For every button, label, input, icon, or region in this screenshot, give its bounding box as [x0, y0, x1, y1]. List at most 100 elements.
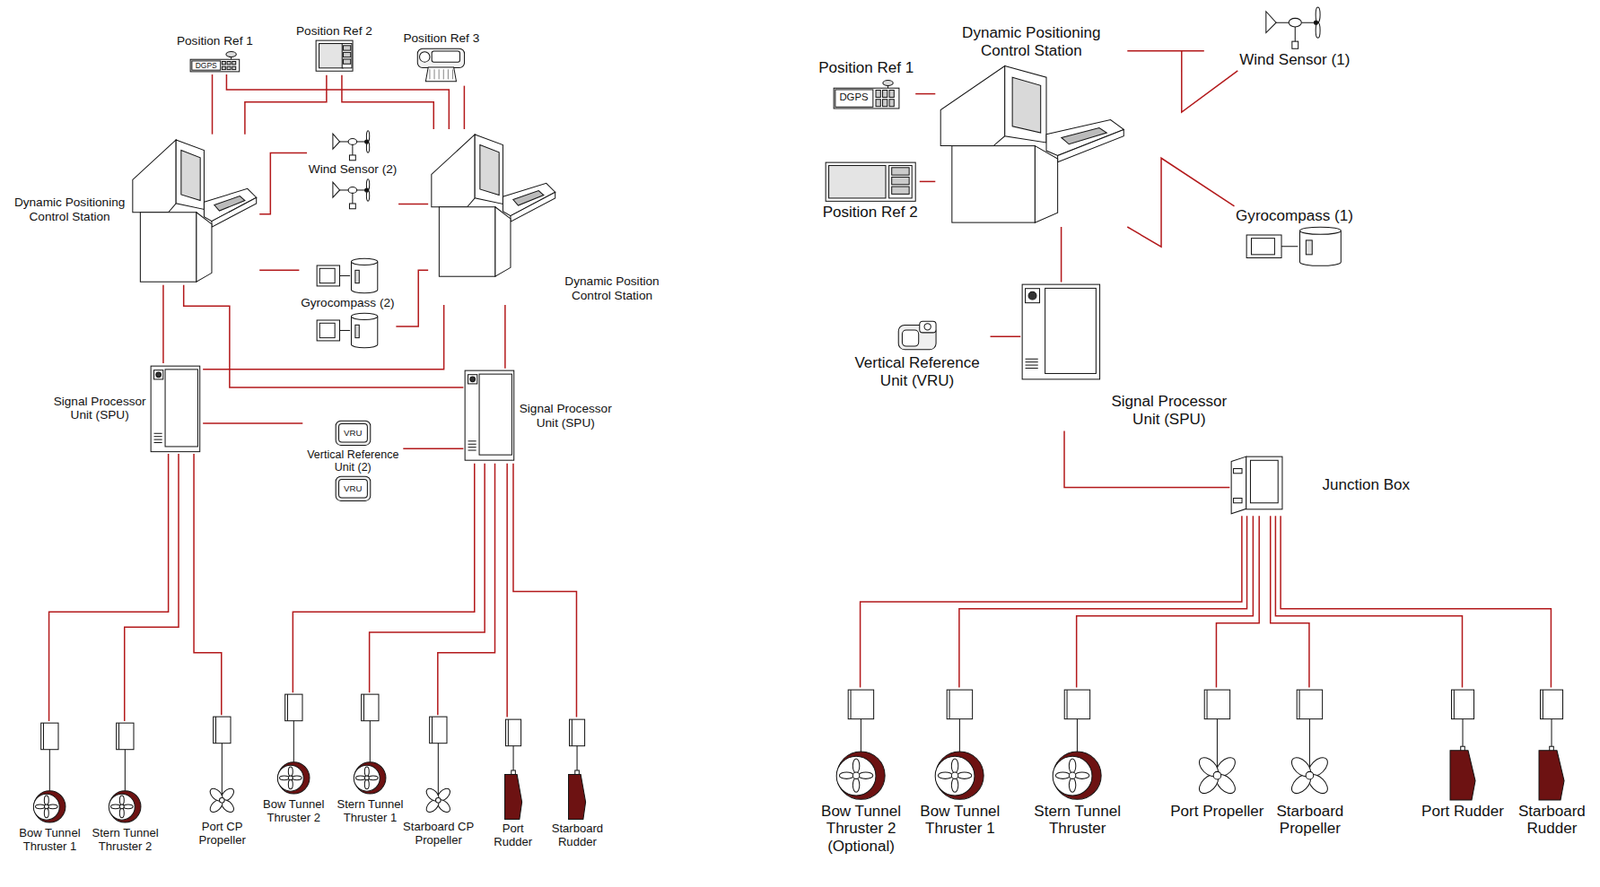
- dp-control-station-symbol: [139, 212, 197, 282]
- component-label: Starboard Rudder: [546, 821, 608, 849]
- component-label: Stern Tunnel Thruster 1: [332, 797, 409, 825]
- component-label: Bow Tunnel Thruster 1: [911, 803, 1009, 839]
- position-reference-unit-symbol: [418, 49, 465, 69]
- dgps-position-reference-symbol: [889, 98, 894, 106]
- propeller-symbol: [431, 716, 433, 744]
- position-reference-unit-symbol: [342, 45, 350, 51]
- dgps-position-reference-symbol: [192, 61, 221, 70]
- signal-processor-unit-symbol: [165, 368, 198, 446]
- signal-cable: [395, 270, 429, 327]
- tunnel-thruster-symbol: [291, 776, 302, 781]
- dp-control-station-symbol: [1057, 130, 1125, 163]
- junction-box-symbol: [1232, 456, 1248, 515]
- dgps-position-reference-symbol: [882, 89, 887, 97]
- component-label: Starboard Propeller: [1261, 803, 1359, 839]
- dp-control-station-symbol: [480, 144, 499, 195]
- junction-box-symbol: [1233, 468, 1242, 473]
- signal-cable: [402, 448, 464, 451]
- dp-control-station-symbol: [428, 130, 557, 279]
- propeller-symbol: [213, 716, 231, 744]
- tunnel-thruster-symbol: [288, 779, 293, 790]
- propeller-symbol: [1288, 690, 1332, 797]
- propeller-icon: [1284, 689, 1336, 802]
- rudder-symbol: [1453, 690, 1455, 720]
- signal-cable: [959, 515, 1248, 688]
- wind-sensor-symbol: [348, 138, 358, 145]
- vertical-reference-unit: Vertical Reference Unit (VRU): [844, 319, 991, 393]
- propeller-icon: [204, 716, 240, 819]
- component-label: Stern Tunnel Thruster 2: [87, 826, 164, 854]
- junction-box-icon: [1230, 455, 1284, 516]
- rudder-symbol: [1529, 689, 1574, 802]
- signal-cable: [259, 153, 307, 215]
- signal-cable: [49, 454, 169, 722]
- signal-processor-unit-symbol: [1028, 291, 1037, 300]
- position-reference-unit-symbol: [438, 69, 440, 80]
- junction-box: Junction Box: [1229, 454, 1412, 516]
- signal-processor-unit-symbol: [154, 438, 163, 440]
- position-reference-unit-symbol: [426, 67, 457, 82]
- component-label: Bow Tunnel Thruster 2 (Optional): [813, 803, 910, 857]
- rudder: Port Rudder: [1420, 688, 1506, 823]
- position-reference-unit-symbol: [891, 176, 909, 184]
- tunnel-thruster-symbol: [48, 804, 59, 810]
- tunnel-thruster-symbol: [43, 723, 44, 751]
- tunnel-thruster-symbol: [848, 690, 874, 720]
- tunnel-thruster-symbol: [118, 723, 120, 751]
- component-label: Dynamic Position Control Station: [558, 274, 665, 303]
- position-reference-unit-symbol: [828, 165, 885, 198]
- rudder-symbol: [1542, 690, 1544, 720]
- wind-sensor-symbol: [1288, 17, 1302, 27]
- signal-cable: [437, 463, 496, 717]
- dgps-position-reference-symbol: [875, 98, 881, 106]
- tunnel-thruster-symbol: [120, 808, 125, 819]
- tunnel-thruster-symbol: [1052, 756, 1093, 796]
- wind-sensor-symbol: [348, 186, 358, 193]
- tunnel-thruster-symbol: [120, 795, 125, 806]
- position-reference-unit-symbol: [434, 69, 436, 80]
- wind-sensor-symbol: [1315, 22, 1321, 38]
- position-reference-unit-symbol: [824, 161, 917, 202]
- tunnel-thruster-symbol: [369, 721, 371, 763]
- propeller-symbol: [1213, 771, 1222, 780]
- signal-cable: [202, 422, 303, 425]
- vertical-reference-unit-icon: VRU: [334, 475, 372, 503]
- tunnel-thruster-symbol: [852, 771, 859, 779]
- tunnel-thruster-icon: [352, 693, 388, 796]
- wind-sensor-symbol: [1265, 11, 1276, 34]
- tunnel-thruster-symbol: [120, 804, 125, 810]
- vertical-reference-unit: VRUVertical Reference Unit (2)VRU: [302, 419, 403, 505]
- vertical-reference-unit-symbol: [901, 330, 919, 347]
- tunnel-thruster-symbol: [109, 723, 142, 823]
- gyrocompass-symbol: [1300, 227, 1342, 236]
- tunnel-thruster: Bow Tunnel Thruster 1: [9, 721, 90, 856]
- signal-processor-unit-symbol: [470, 376, 476, 383]
- tunnel-thruster-symbol: [41, 723, 59, 751]
- dp-control-station-icon: [936, 61, 1126, 225]
- dgps-position-reference-icon: DGPS: [832, 78, 901, 110]
- dp-control-station-symbol: [1005, 66, 1047, 144]
- tunnel-thruster-symbol: [356, 776, 367, 781]
- dgps-position-reference-symbol: [221, 66, 226, 70]
- dp-control-station-symbol: [439, 207, 497, 277]
- tunnel-thruster: Stern Tunnel Thruster: [1027, 688, 1128, 841]
- position-reference-unit-symbol: [443, 69, 445, 80]
- signal-processor-unit-symbol: [1025, 364, 1039, 366]
- tunnel-thruster: Stern Tunnel Thruster 2: [85, 721, 166, 856]
- dgps-position-reference-symbol: [889, 89, 894, 97]
- gyrocompass-symbol: [315, 257, 380, 295]
- dgps-position-reference-icon: DGPS: [189, 50, 241, 73]
- signal-cable: [341, 75, 434, 130]
- propeller-symbol: [429, 716, 447, 744]
- dgps-position-reference-symbol: [833, 79, 900, 108]
- tunnel-thruster-symbol: [1069, 778, 1076, 793]
- signal-processor-unit-icon: [149, 365, 202, 454]
- position-reference-unit-symbol: [342, 59, 350, 64]
- propeller-symbol: [1306, 771, 1315, 780]
- signal-cable: [369, 463, 485, 694]
- signal-processor-unit-symbol: [1022, 284, 1100, 380]
- wind-sensor-symbol: [1263, 6, 1328, 50]
- wind-sensor-symbol: [1313, 20, 1318, 25]
- propeller: Port CP Propeller: [182, 715, 263, 849]
